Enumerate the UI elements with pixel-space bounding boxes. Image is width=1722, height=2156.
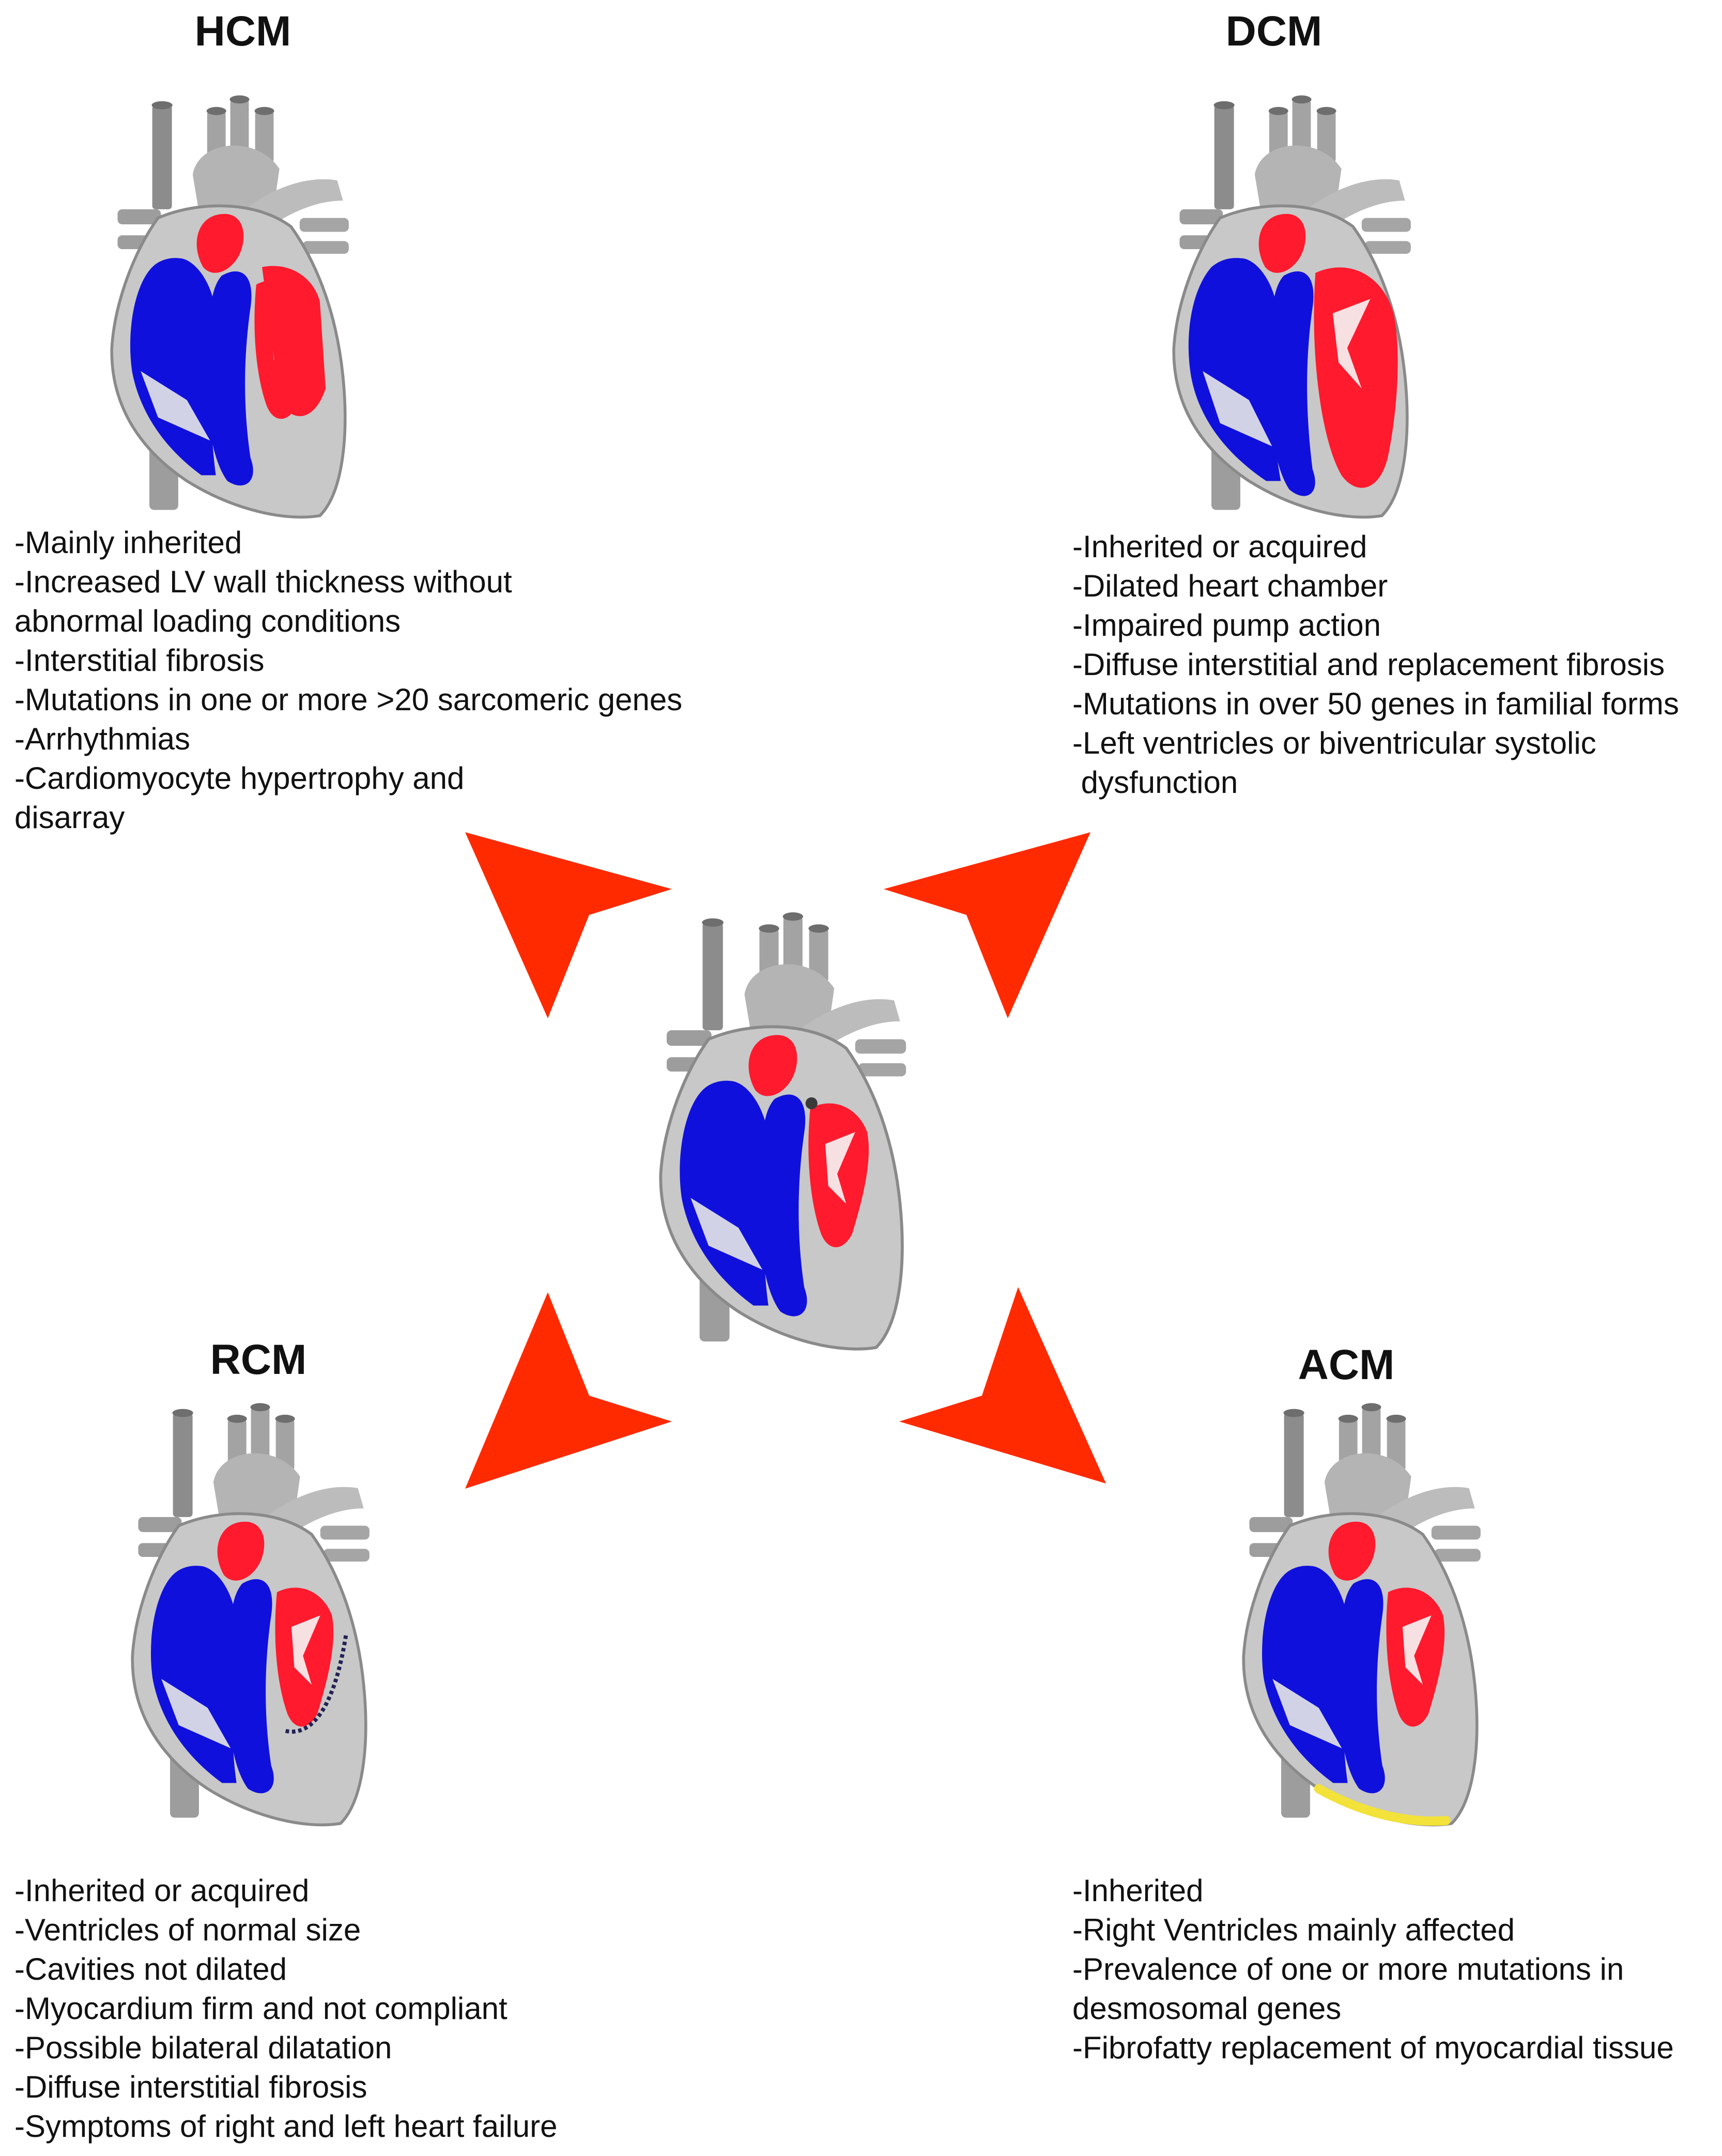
arrow-to-rcm (465, 1292, 672, 1489)
dcm-feature: -Left ventricles or biventricular systol… (1072, 726, 1596, 760)
rcm-feature: -Possible bilateral dilatation (14, 2030, 392, 2065)
hcm-heart-illustration (72, 88, 382, 527)
acm-feature: -Inherited (1072, 1873, 1204, 1908)
acm-feature: -Fibrofatty replacement of myocardial ti… (1072, 2030, 1674, 2065)
arrow-to-acm (899, 1287, 1106, 1484)
rcm-feature: -Cavities not dilated (14, 1952, 287, 1986)
hcm-feature: abnormal loading conditions (14, 604, 401, 638)
rcm-title: RCM (210, 1336, 307, 1383)
dcm-feature: dysfunction (1072, 765, 1238, 800)
rcm-feature: -Ventricles of normal size (14, 1913, 361, 1947)
dcm-features-list: -Inherited or acquired -Dilated heart ch… (1072, 527, 1679, 802)
hcm-feature: -Cardiomyocyte hypertrophy and (14, 761, 465, 796)
rcm-feature: -Symptoms of right and left heart failur… (14, 2109, 558, 2144)
acm-heart-illustration (1204, 1396, 1514, 1835)
acm-feature: desmosomal genes (1072, 1991, 1342, 2026)
dcm-feature: -Inherited or acquired (1072, 529, 1367, 564)
dcm-feature: -Diffuse interstitial and replacement fi… (1072, 647, 1665, 682)
hcm-features-list: -Mainly inherited -Increased LV wall thi… (14, 523, 682, 837)
acm-features-list: -Inherited -Right Ventricles mainly affe… (1072, 1871, 1674, 2068)
hcm-title: HCM (194, 8, 291, 55)
rcm-feature: -Myocardium firm and not compliant (14, 1991, 508, 2026)
hcm-feature: -Arrhythmias (14, 722, 191, 756)
rcm-feature: -Diffuse interstitial fibrosis (14, 2070, 367, 2104)
rcm-heart-illustration (93, 1396, 403, 1835)
hcm-feature: -Interstitial fibrosis (14, 643, 265, 678)
hcm-feature: -Increased LV wall thickness without (14, 564, 512, 599)
arrow-to-dcm (884, 832, 1090, 1018)
hcm-feature: -Mainly inherited (14, 525, 242, 560)
normal-heart-illustration (620, 905, 941, 1359)
dcm-title: DCM (1225, 8, 1323, 55)
dcm-feature: -Impaired pump action (1072, 608, 1381, 643)
rcm-feature: -Inherited or acquired (14, 1873, 310, 1908)
acm-title: ACM (1298, 1341, 1395, 1388)
hcm-feature: disarray (14, 800, 125, 835)
dcm-feature: -Dilated heart chamber (1072, 569, 1388, 603)
hcm-feature: -Mutations in one or more >20 sarcomeric… (14, 682, 683, 717)
rcm-features-list: -Inherited or acquired -Ventricles of no… (14, 1871, 557, 2146)
arrow-to-hcm (465, 832, 672, 1018)
acm-feature: -Prevalence of one or more mutations in (1072, 1952, 1624, 1986)
acm-feature: -Right Ventricles mainly affected (1072, 1913, 1515, 1947)
dcm-feature: -Mutations in over 50 genes in familial … (1072, 686, 1679, 721)
dcm-heart-illustration (1134, 88, 1444, 527)
